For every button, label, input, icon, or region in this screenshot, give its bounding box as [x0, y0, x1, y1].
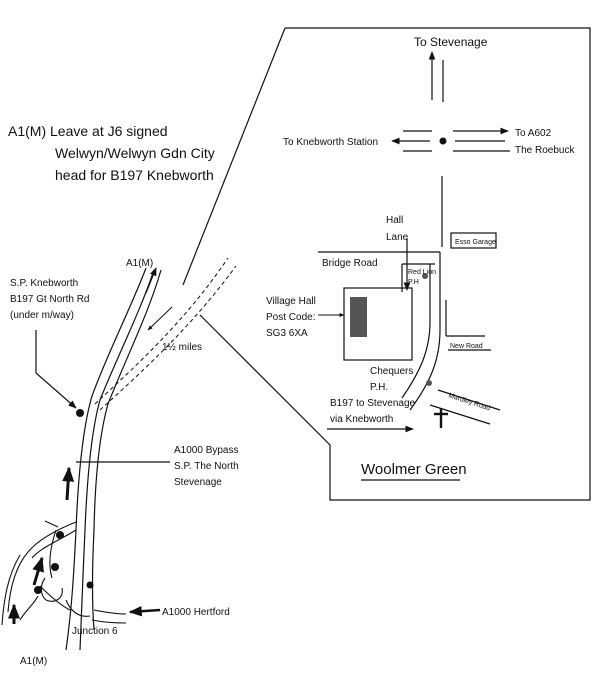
- label-bridge-road: Bridge Road: [322, 258, 378, 269]
- label-a1000-bypass: A1000 Bypass: [174, 445, 239, 456]
- a1000-hertford-arrow: [128, 606, 161, 617]
- sp-knebworth-pointer: [35, 330, 77, 409]
- label-lane: Lane: [386, 232, 409, 243]
- label-via-knebworth: via Knebworth: [330, 414, 393, 425]
- label-chequers-ph: P.H.: [370, 382, 388, 393]
- directions-line-3: head for B197 Knebworth: [55, 167, 214, 183]
- a1m-motorway: [65, 267, 162, 651]
- junction-6-interchange: [1, 520, 127, 626]
- directions-line-1: A1(M) Leave at J6 signed: [8, 123, 168, 139]
- directions-line-2: Welwyn/Welwyn Gdn City: [55, 145, 215, 161]
- road-new-road: [445, 300, 491, 351]
- motorway-direction-arrows: [7, 466, 75, 624]
- label-mardley-road: Mardley Road: [447, 392, 491, 412]
- road-b197: [401, 252, 441, 411]
- village-hall-block: [343, 287, 413, 361]
- esso-garage-box: [450, 232, 497, 249]
- label-sp-the-north: S.P. The North: [174, 461, 239, 472]
- label-village-hall: Village Hall: [266, 296, 316, 307]
- chequers-marker: [426, 380, 432, 386]
- junction-dot: [439, 137, 447, 145]
- label-a1m-top: A1(M): [126, 258, 153, 269]
- label-red-lion-ph: P.H: [408, 279, 419, 286]
- label-hall: Hall: [386, 215, 403, 226]
- label-esso-garage: Esso Garage: [455, 239, 496, 246]
- junction-6-dot: [86, 581, 94, 589]
- a1m-north-arrow: [145, 267, 157, 294]
- label-to-stevenage: To Stevenage: [414, 35, 488, 49]
- label-woolmer-green: Woolmer Green: [361, 461, 467, 478]
- label-postcode-value: SG3 6XA: [266, 328, 308, 339]
- road-crossroads: [391, 127, 510, 152]
- label-chequers: Chequers: [370, 366, 413, 377]
- label-b197-to-stevenage: B197 to Stevenage: [330, 398, 416, 409]
- label-to-a602: To A602: [515, 128, 552, 139]
- label-stevenage: Stevenage: [174, 477, 222, 488]
- label-junction-6: Junction 6: [72, 626, 118, 637]
- roundabout-marker: [76, 409, 84, 417]
- label-sp-knebworth: S.P. Knebworth: [10, 278, 78, 289]
- label-a1m-bottom: A1(M): [20, 656, 47, 667]
- church-cross-icon: [434, 408, 448, 428]
- village-hall-building: [350, 297, 367, 337]
- label-new-road: New Road: [450, 343, 483, 350]
- label-the-roebuck: The Roebuck: [515, 145, 575, 156]
- label-a1000-hertford: A1000 Hertford: [162, 607, 230, 618]
- inset-frame: [182, 27, 591, 501]
- label-under-mway: (under m/way): [10, 310, 74, 321]
- red-lion-marker: [422, 273, 428, 279]
- road-to-stevenage: [428, 51, 444, 247]
- label-b197-gt-north-rd: B197 Gt North Rd: [10, 294, 89, 305]
- label-red-lion: Red Lion: [408, 269, 436, 276]
- b197-dashed-branch: [94, 257, 237, 411]
- label-post-code: Post Code:: [266, 312, 315, 323]
- label-to-knebworth-station: To Knebworth Station: [283, 137, 378, 148]
- label-distance: 1½ miles: [162, 342, 202, 353]
